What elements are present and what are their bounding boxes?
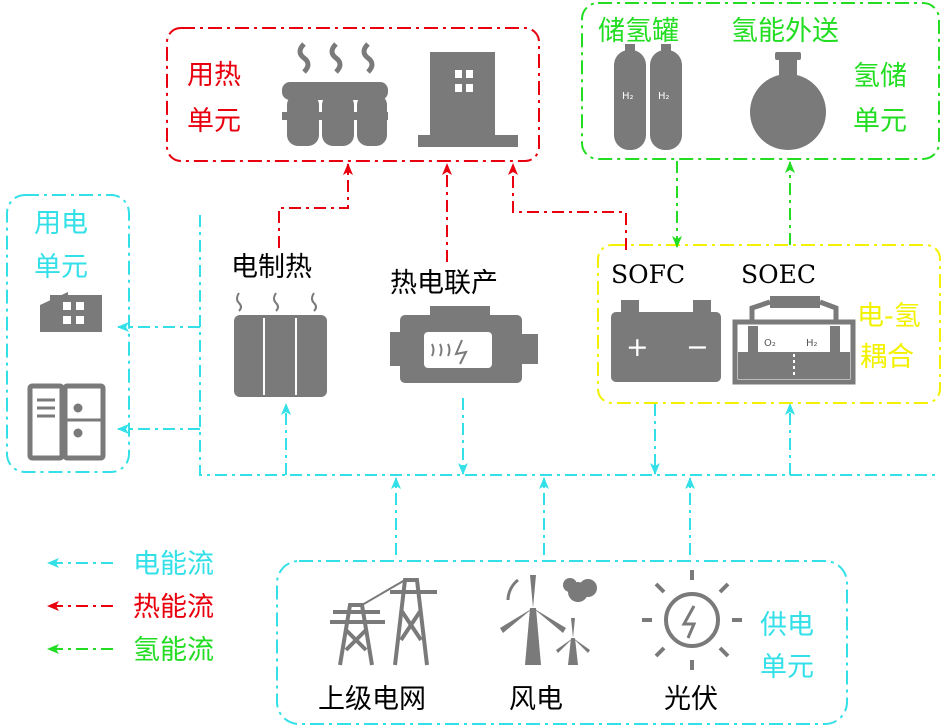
soec-electrolyzer-icon: O₂ H₂ (732, 296, 856, 385)
legend-label-heat: 热能流 (133, 592, 214, 623)
legend-label-electric: 电能流 (133, 549, 214, 580)
electric-unit-box (6, 194, 130, 473)
soec-label: SOEC (741, 260, 816, 289)
supply-unit-label-2: 单元 (760, 652, 814, 683)
h2-tank-label: 储氢罐 (598, 16, 679, 47)
o2-symbol: O₂ (764, 338, 776, 349)
legend: 电能流 热能流 氢能流 (47, 549, 214, 666)
radiator-heating-icon (282, 42, 388, 146)
battery-plus: + (626, 332, 649, 363)
electric-unit-label-1: 用电 (34, 208, 88, 239)
h2-symbol-1: H₂ (622, 91, 634, 102)
legend-item-electric: 电能流 (47, 549, 214, 580)
building-icon (418, 52, 518, 147)
hydrogen-export-icon (750, 52, 826, 150)
coupling-unit-label-1: 电-氢 (857, 301, 921, 332)
heat-unit-label-1: 用热 (187, 60, 241, 91)
legend-item-hydrogen: 氢能流 (47, 635, 214, 666)
electric-heater-icon (234, 292, 327, 397)
office-building-icon (40, 292, 102, 332)
chp-engine-icon (390, 306, 538, 383)
grid-label: 上级电网 (318, 684, 426, 715)
supply-unit-box (276, 560, 848, 725)
heat-flow-lines (278, 163, 627, 262)
solar-pv-icon (642, 570, 742, 670)
coupling-unit-label-2: 耦合 (860, 342, 914, 373)
supply-unit-label-1: 供电 (760, 610, 814, 641)
hydrogen-unit-label-1: 氢储 (853, 61, 907, 92)
legend-label-hydrogen: 氢能流 (133, 635, 214, 666)
hydrogen-unit-box (581, 2, 940, 160)
hydrogen-flow-lines (672, 161, 795, 248)
hydrogen-unit-label-2: 单元 (853, 106, 907, 137)
hydrogen-tank-icon: H₂ H₂ (614, 44, 682, 150)
pv-label: 光伏 (664, 684, 718, 715)
heat-unit-box (166, 27, 540, 162)
coupling-unit-box (597, 244, 941, 404)
sofc-label: SOFC (611, 260, 685, 289)
electric-unit-label-2: 单元 (34, 252, 88, 283)
electric-flow-lines (117, 215, 940, 555)
legend-item-heat: 热能流 (47, 592, 214, 623)
heat-unit-label-2: 单元 (187, 106, 241, 137)
wind-label: 风电 (509, 684, 563, 715)
appliance-icon (27, 383, 106, 461)
h2-symbol-2: H₂ (658, 91, 670, 102)
electric-heater-label: 电制热 (231, 252, 312, 283)
h2-symbol-3: H₂ (806, 338, 818, 349)
sofc-battery-icon: + − (611, 300, 721, 382)
power-grid-tower-icon (330, 578, 437, 666)
chp-label: 热电联产 (390, 268, 498, 299)
h2-export-label: 氢能外送 (731, 16, 839, 47)
battery-minus: − (686, 332, 709, 363)
wind-turbine-icon (500, 575, 597, 665)
